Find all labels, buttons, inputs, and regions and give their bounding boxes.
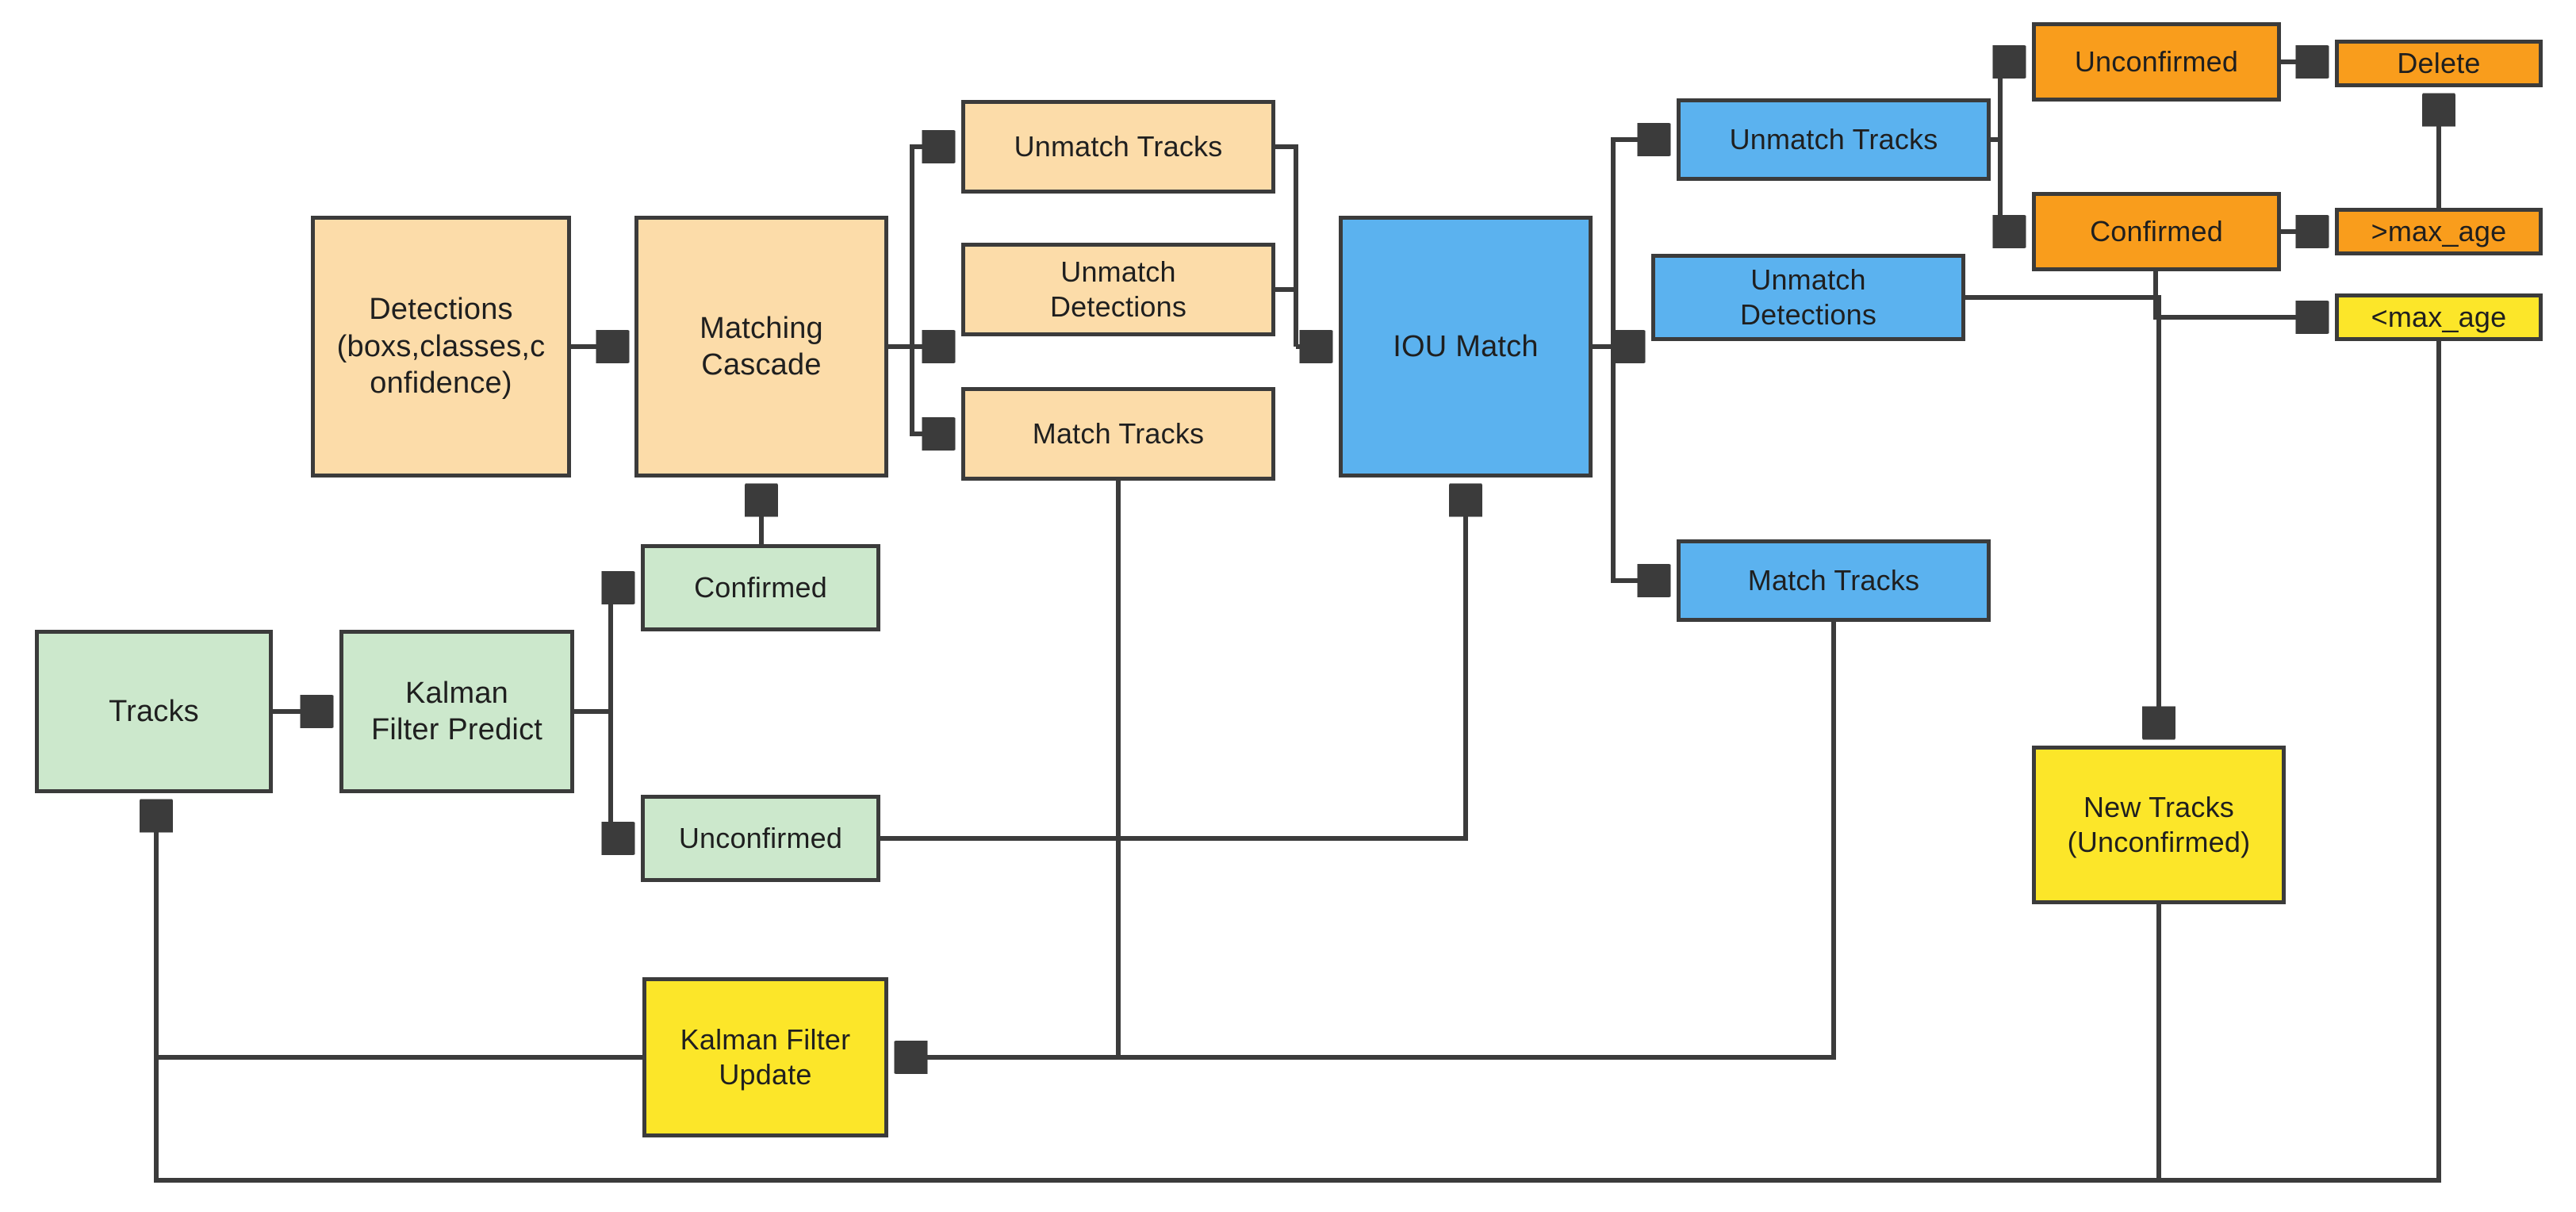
wire-cascade-to-unmatch-tracks: [910, 147, 949, 347]
node-unconfirmed-left[interactable]: Unconfirmed: [641, 795, 880, 882]
node-iou-match-tracks[interactable]: Match Tracks: [1677, 539, 1991, 622]
node-label: Tracks: [109, 694, 199, 728]
node-label: Match Tracks: [1032, 417, 1205, 451]
node-iou-match[interactable]: IOU Match: [1339, 216, 1593, 478]
node-confirmed-right[interactable]: Confirmed: [2032, 192, 2281, 271]
wire-confirmed-to-lt-max-age: [2153, 271, 2322, 317]
node-label: Confirmed: [2090, 215, 2223, 248]
node-label: Unconfirmed: [678, 822, 843, 855]
node-mc-match-tracks[interactable]: Match Tracks: [961, 387, 1275, 481]
node-label: <max_age: [2371, 301, 2507, 334]
node-confirmed-left[interactable]: Confirmed: [641, 544, 880, 631]
wire-predict-to-confirmed: [611, 588, 628, 711]
node-label: Confirmed: [694, 571, 827, 604]
wire-unmatch-tracks-to-iou: [1275, 144, 1298, 347]
node-delete[interactable]: Delete: [2335, 40, 2543, 87]
node-label: New Tracks(Unconfirmed): [2067, 791, 2251, 858]
wire-unconfirmed-to-iou: [880, 490, 1466, 841]
node-label: Unmatch Tracks: [1014, 130, 1223, 163]
wire-blue-match-tracks-to-update: [901, 622, 1836, 1057]
node-label: Match Tracks: [1747, 564, 1920, 597]
node-mc-unmatch-tracks[interactable]: Unmatch Tracks: [961, 100, 1275, 194]
node-tracks[interactable]: Tracks: [35, 630, 273, 793]
node-label: >max_age: [2371, 215, 2507, 248]
wire-to-confirmed-right: [2000, 140, 2019, 232]
node-label: Delete: [2397, 47, 2481, 80]
wire-update-to-tracks: [156, 806, 642, 1060]
node-unconfirmed-right[interactable]: Unconfirmed: [2032, 22, 2281, 102]
node-label: Unconfirmed: [2074, 45, 2239, 79]
node-iou-unmatch-tracks[interactable]: Unmatch Tracks: [1677, 98, 1991, 181]
node-greater-than-max-age[interactable]: >max_age: [2335, 208, 2543, 255]
wire-iou-to-match-tracks: [1611, 347, 1664, 581]
wire-unmatch-dets-to-new-tracks: [1965, 295, 2159, 733]
wire-cascade-to-match-tracks: [910, 347, 949, 434]
wire-to-unconfirmed-right: [2000, 62, 2019, 140]
wire-predict-to-unconfirmed: [611, 711, 628, 838]
node-label: Unmatch Tracks: [1729, 123, 1938, 156]
node-less-than-max-age[interactable]: <max_age: [2335, 293, 2543, 341]
node-label: IOU Match: [1393, 329, 1539, 363]
node-new-tracks[interactable]: New Tracks(Unconfirmed): [2032, 746, 2286, 904]
